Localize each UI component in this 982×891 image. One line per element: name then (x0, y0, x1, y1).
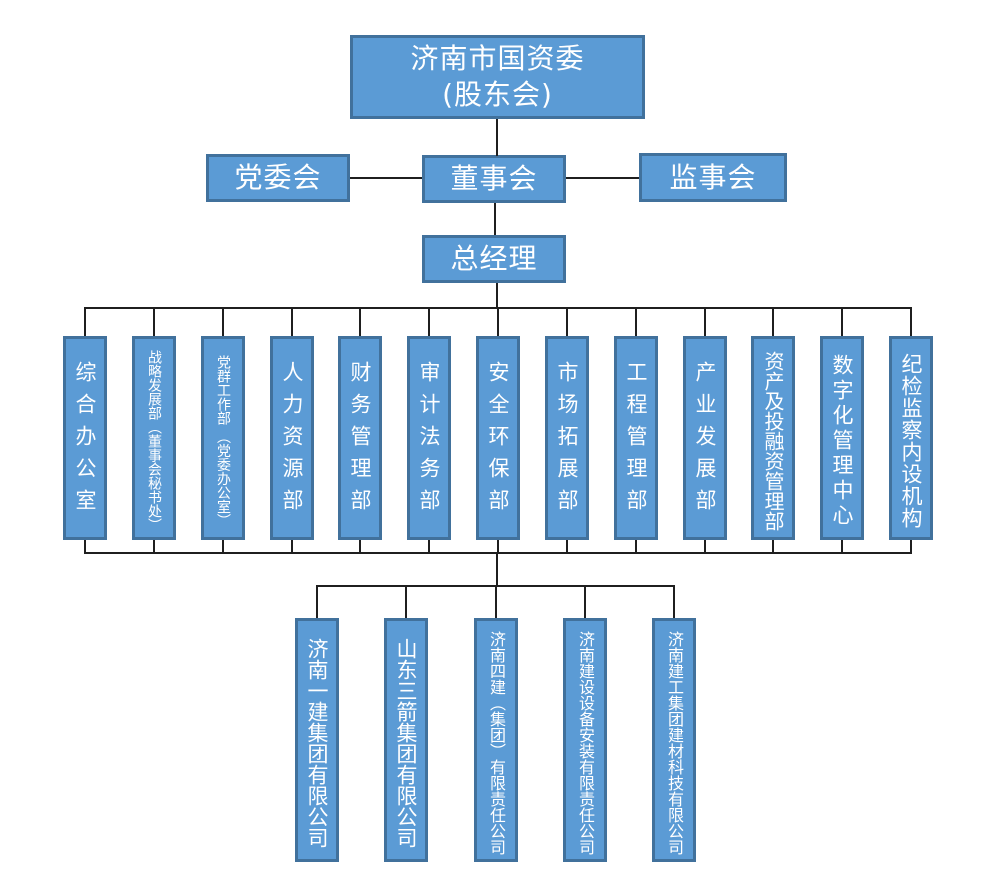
connector-line (428, 540, 430, 554)
connector-line (673, 585, 675, 618)
connector-line (704, 540, 706, 554)
connector-line (496, 283, 498, 309)
subsidiary-box-5: 济南建工集团建材科技有限公司 (652, 618, 696, 862)
connector-line (772, 540, 774, 554)
connector-line (495, 585, 497, 618)
connector-line (359, 540, 361, 554)
connector-line (910, 307, 912, 336)
org-box-general-manager: 总经理 (422, 235, 566, 283)
connector-line (497, 307, 499, 336)
connector-line (316, 585, 318, 618)
connector-line (704, 307, 706, 336)
connector-line (772, 307, 774, 336)
connector-line (496, 552, 498, 587)
connector-line (497, 540, 499, 554)
department-box-6: 审计法务部 (407, 336, 451, 540)
subsidiary-box-3: 济南四建（集团）有限责任公司 (474, 618, 518, 862)
connector-line (153, 307, 155, 336)
department-box-5: 财务管理部 (338, 336, 382, 540)
department-box-10: 产业发展部 (683, 336, 727, 540)
department-box-11: 资产及投融资管理部 (751, 336, 795, 540)
org-box-party-committee: 党委会 (206, 154, 350, 202)
department-box-7: 安全环保部 (476, 336, 520, 540)
connector-line (910, 540, 912, 554)
connector-line (350, 177, 422, 179)
department-box-2: 战略发展部（董事会秘书处） (132, 336, 176, 540)
subsidiary-box-2: 山东三箭集团有限公司 (384, 618, 428, 862)
department-box-8: 市场拓展部 (545, 336, 589, 540)
connector-line (84, 540, 86, 554)
connector-line (405, 585, 407, 618)
connector-line (566, 540, 568, 554)
connector-line (566, 307, 568, 336)
connector-line (494, 203, 496, 235)
org-box-board-of-directors: 董事会 (422, 155, 566, 203)
connector-line (841, 307, 843, 336)
department-box-12: 数字化管理中心 (820, 336, 864, 540)
connector-line (428, 307, 430, 336)
connector-line (291, 307, 293, 336)
connector-line (841, 540, 843, 554)
connector-line (153, 540, 155, 554)
subsidiary-box-1: 济南一建集团有限公司 (295, 618, 339, 862)
department-box-4: 人力资源部 (270, 336, 314, 540)
connector-line (291, 540, 293, 554)
department-box-9: 工程管理部 (614, 336, 658, 540)
department-box-1: 综合办公室 (63, 336, 107, 540)
connector-line (635, 540, 637, 554)
connector-line (222, 307, 224, 336)
connector-line (84, 307, 86, 336)
org-box-shareholders: 济南市国资委 (股东会) (350, 35, 645, 119)
department-box-3: 党群工作部 （党委办公室） (201, 336, 245, 540)
org-box-supervisory-board: 监事会 (639, 153, 787, 202)
department-box-13: 纪检监察内设机构 (889, 336, 933, 540)
connector-line (222, 540, 224, 554)
connector-line (584, 585, 586, 618)
connector-line (566, 177, 639, 179)
connector-line (496, 119, 498, 156)
connector-line (635, 307, 637, 336)
connector-line (359, 307, 361, 336)
subsidiary-box-4: 济南建设设备安装有限责任公司 (563, 618, 607, 862)
